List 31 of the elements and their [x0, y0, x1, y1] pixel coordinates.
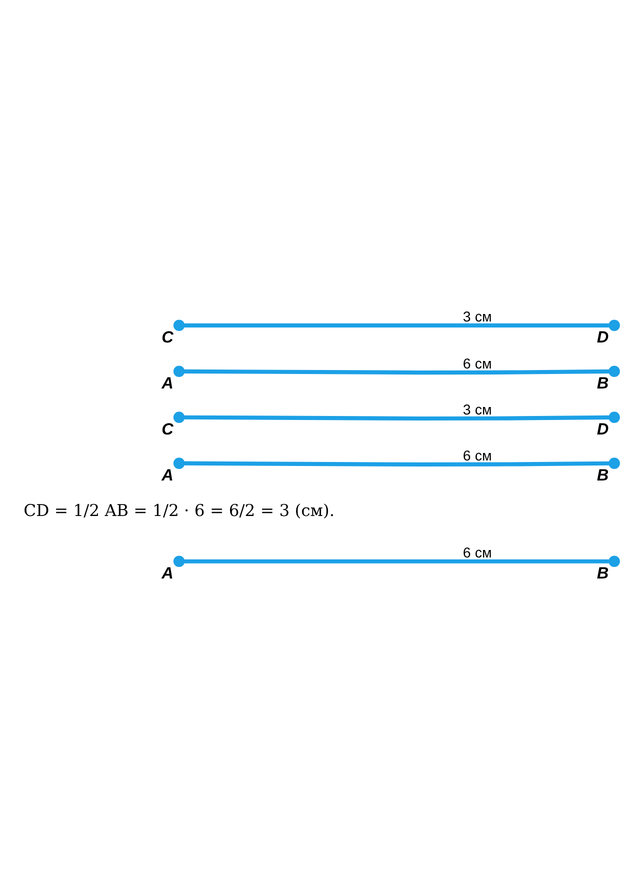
node-circle — [608, 458, 620, 469]
edge-label: 6 см — [462, 356, 492, 373]
edge-label: 3 см — [462, 310, 492, 326]
connector — [184, 369, 610, 375]
node-circle — [608, 366, 620, 378]
node-label: C — [162, 420, 174, 439]
edge-label: 6 см — [462, 448, 492, 464]
edge-label: 6 см — [462, 545, 492, 562]
node-label: A — [162, 564, 174, 583]
node-label: A — [162, 374, 174, 393]
connector — [184, 415, 610, 421]
node-circle — [173, 366, 185, 378]
node-label: D — [596, 328, 609, 347]
connector — [184, 559, 609, 564]
node-label: C — [162, 328, 174, 347]
node-label: B — [596, 564, 609, 583]
node-circle — [608, 320, 620, 332]
node-label: A — [162, 466, 174, 485]
node-circle — [608, 556, 620, 568]
node-label: D — [596, 420, 609, 439]
label: CD = 1/2 AB = 1/2 · 6 = 6/2 = 3 (см). — [24, 501, 335, 520]
node-label: B — [596, 374, 609, 393]
node-circle — [608, 412, 620, 423]
connector — [184, 323, 609, 328]
node-circle — [173, 320, 185, 332]
node-circle — [173, 412, 185, 423]
connector — [184, 461, 610, 466]
node-circle — [173, 458, 185, 469]
edge-label: 3 см — [462, 402, 492, 418]
node-circle — [173, 556, 185, 568]
node-label: B — [596, 466, 609, 485]
